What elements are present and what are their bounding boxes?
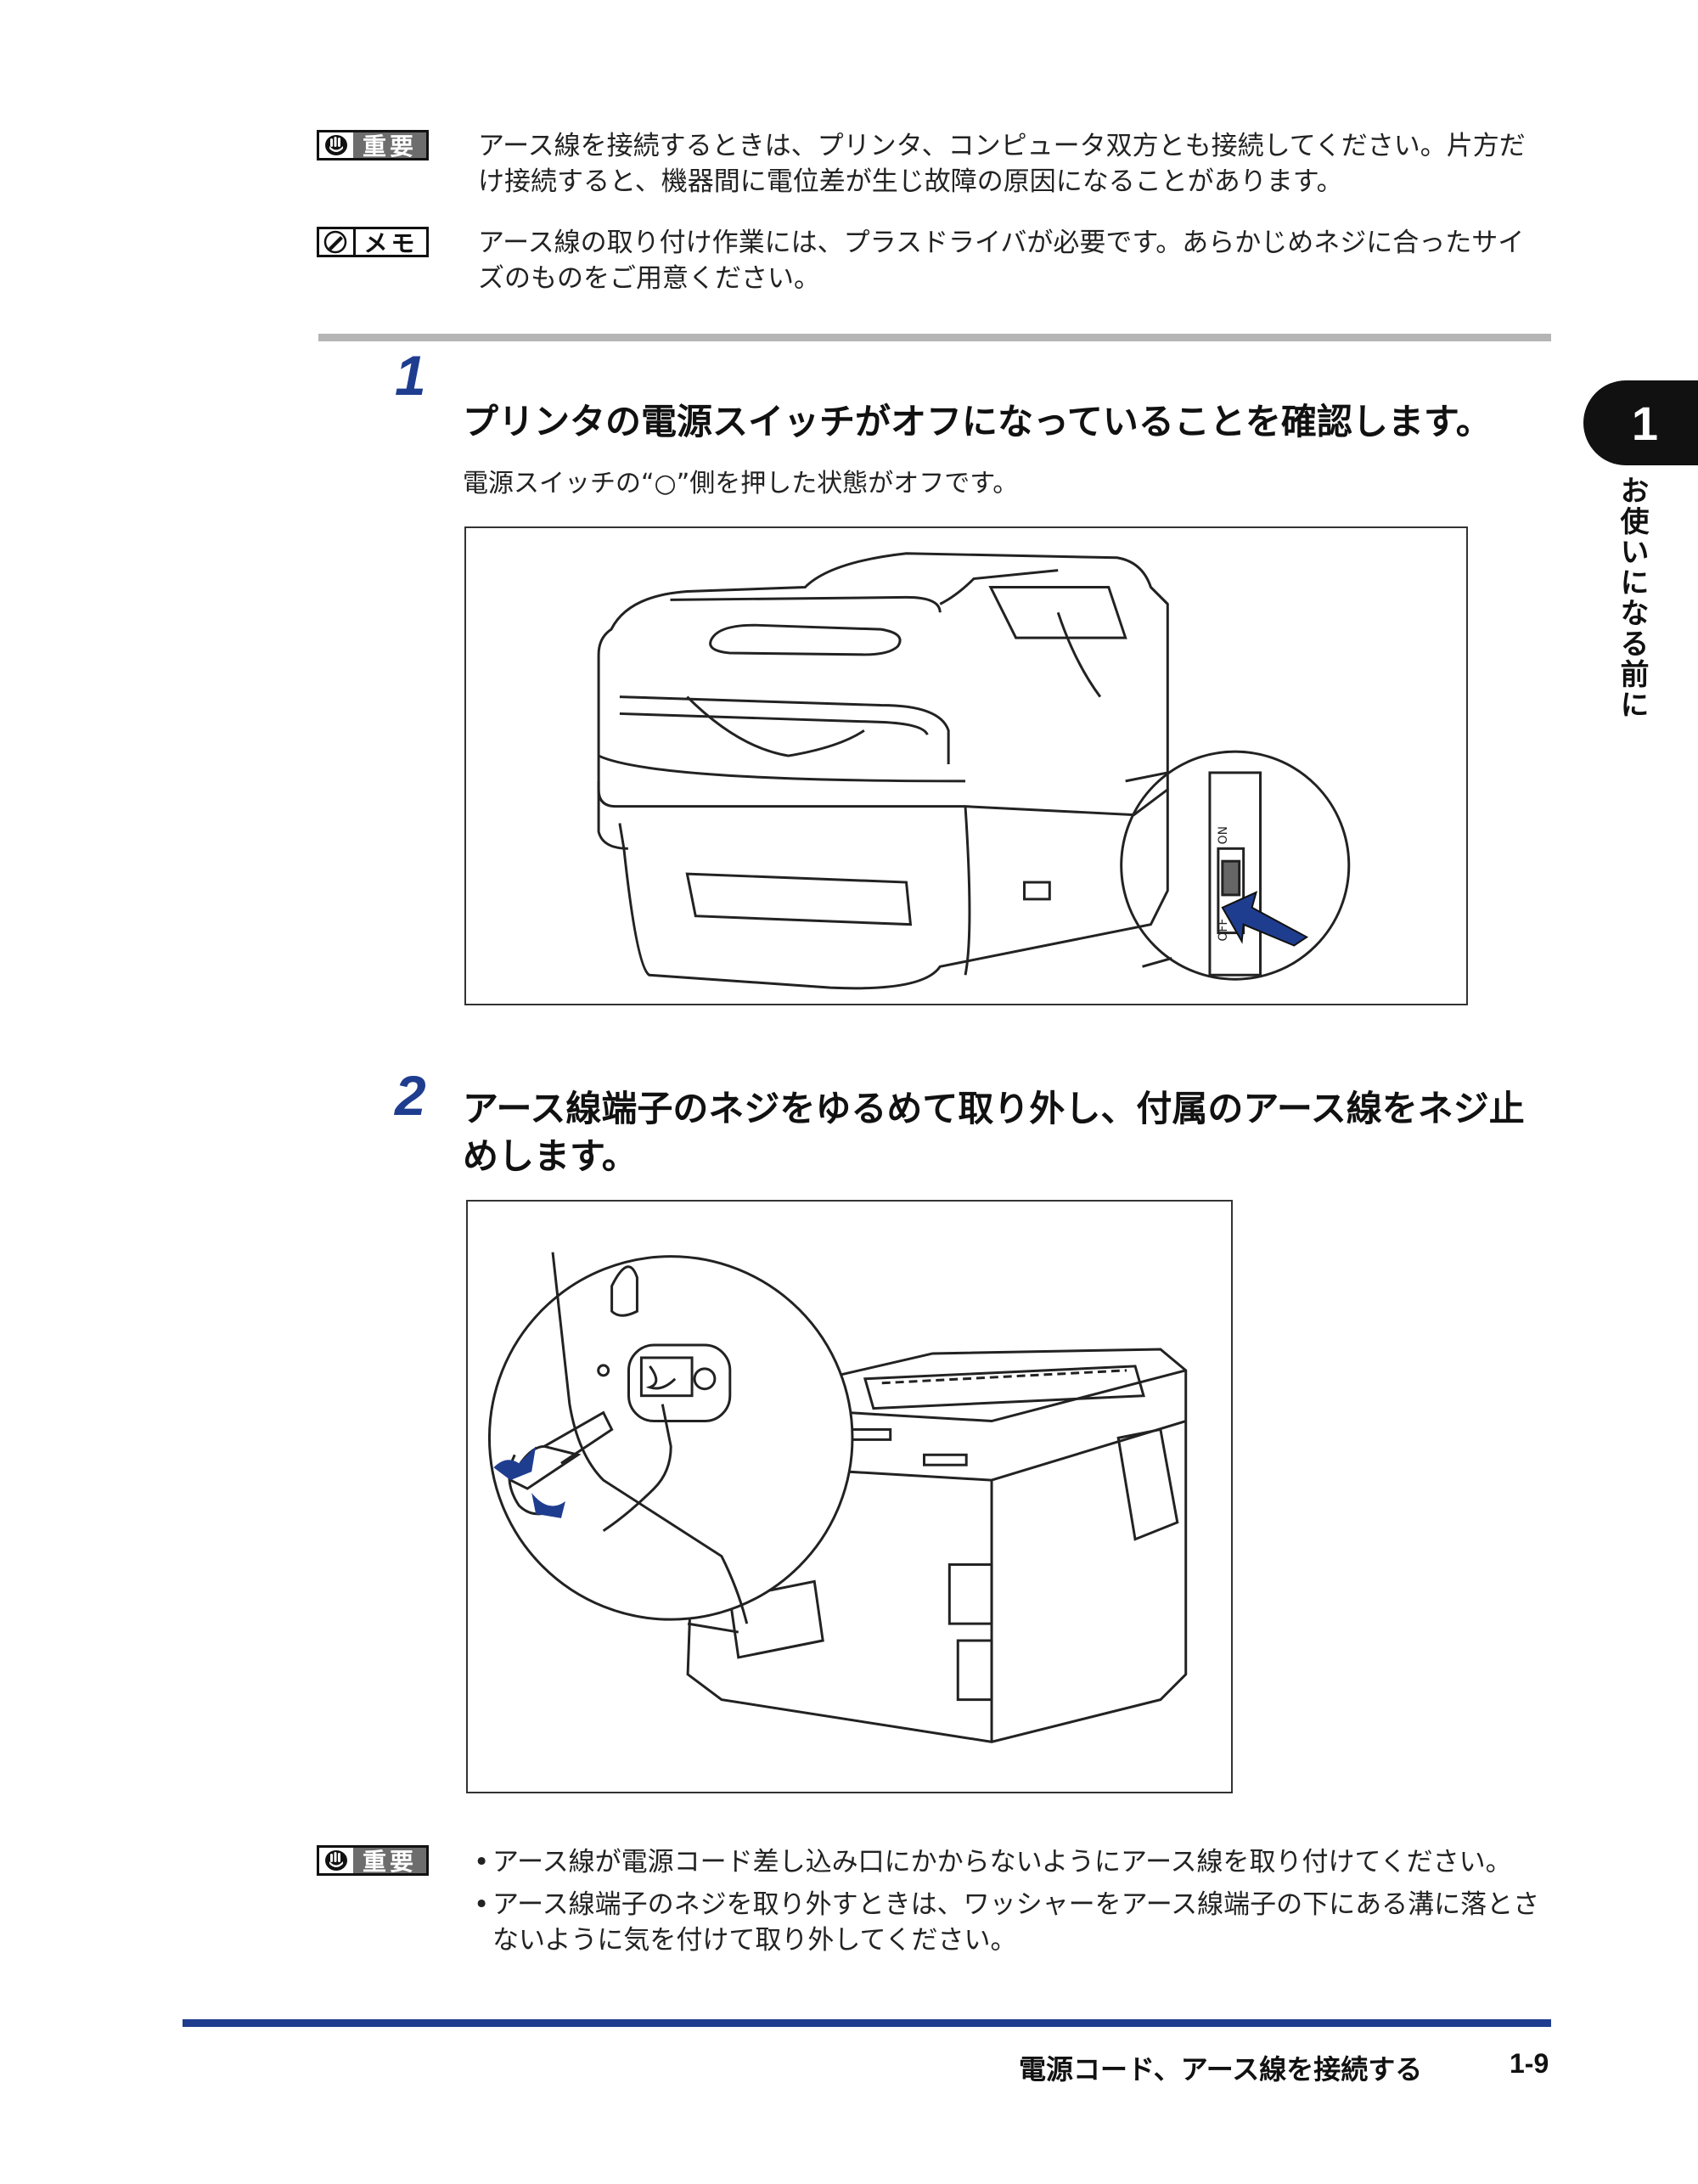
ground-wire-illustration xyxy=(466,1200,1233,1793)
list-item: アース線が電源コード差し込み口にかからないようにアース線を取り付けてください。 xyxy=(474,1844,1552,1880)
step-description: 電源スイッチの“○”側を押した状態がオフです。 xyxy=(463,469,1019,498)
rotate-arrow-icon xyxy=(531,1493,565,1518)
pencil-icon xyxy=(319,229,353,255)
chapter-title: お使いになる前に xyxy=(1615,476,1649,720)
step-number: 2 xyxy=(395,1064,426,1127)
switch-off-label: OFF xyxy=(1217,919,1230,942)
memo-note-text: アース線の取り付け作業には、プラスドライバが必要です。あらかじめネジに合ったサイ… xyxy=(478,228,1525,294)
hand-icon xyxy=(319,132,353,158)
important-note-list: アース線が電源コード差し込み口にかからないようにアース線を取り付けてください。 … xyxy=(474,1844,1552,1965)
memo-badge: メモ xyxy=(317,227,429,257)
switch-on-label: ON xyxy=(1217,826,1230,844)
list-item: アース線端子のネジを取り外すときは、ワッシャーをアース線端子の下にある溝に落とさ… xyxy=(474,1887,1552,1958)
press-arrow-icon xyxy=(1221,891,1309,947)
chapter-number: 1 xyxy=(1631,396,1659,450)
footer-section-title: 電源コード、アース線を接続する xyxy=(1019,2053,1423,2085)
step-title: アース線端子のネジをゆるめて取り外し、付属のアース線をネジ止めします。 xyxy=(463,1088,1525,1177)
badge-label: メモ xyxy=(353,229,426,257)
badge-label: 重要 xyxy=(353,132,426,160)
printer-front-illustration: ON OFF xyxy=(464,526,1468,1005)
page-number: 1-9 xyxy=(1510,2048,1549,2079)
badge-label: 重要 xyxy=(353,1848,426,1876)
footer-rule xyxy=(183,2019,1551,2027)
step-number: 1 xyxy=(395,344,426,407)
step-title: プリンタの電源スイッチがオフになっていることを確認します。 xyxy=(463,401,1492,442)
chapter-tab: 1 xyxy=(1583,380,1698,465)
important-note-text: アース線を接続するときは、プリンタ、コンピュータ双方とも接続してください。片方だ… xyxy=(478,131,1526,197)
section-separator xyxy=(318,334,1551,341)
hand-icon xyxy=(319,1848,353,1873)
important-badge: 重要 xyxy=(317,130,429,160)
rotate-arrow-icon xyxy=(493,1446,537,1481)
important-badge: 重要 xyxy=(317,1845,429,1876)
